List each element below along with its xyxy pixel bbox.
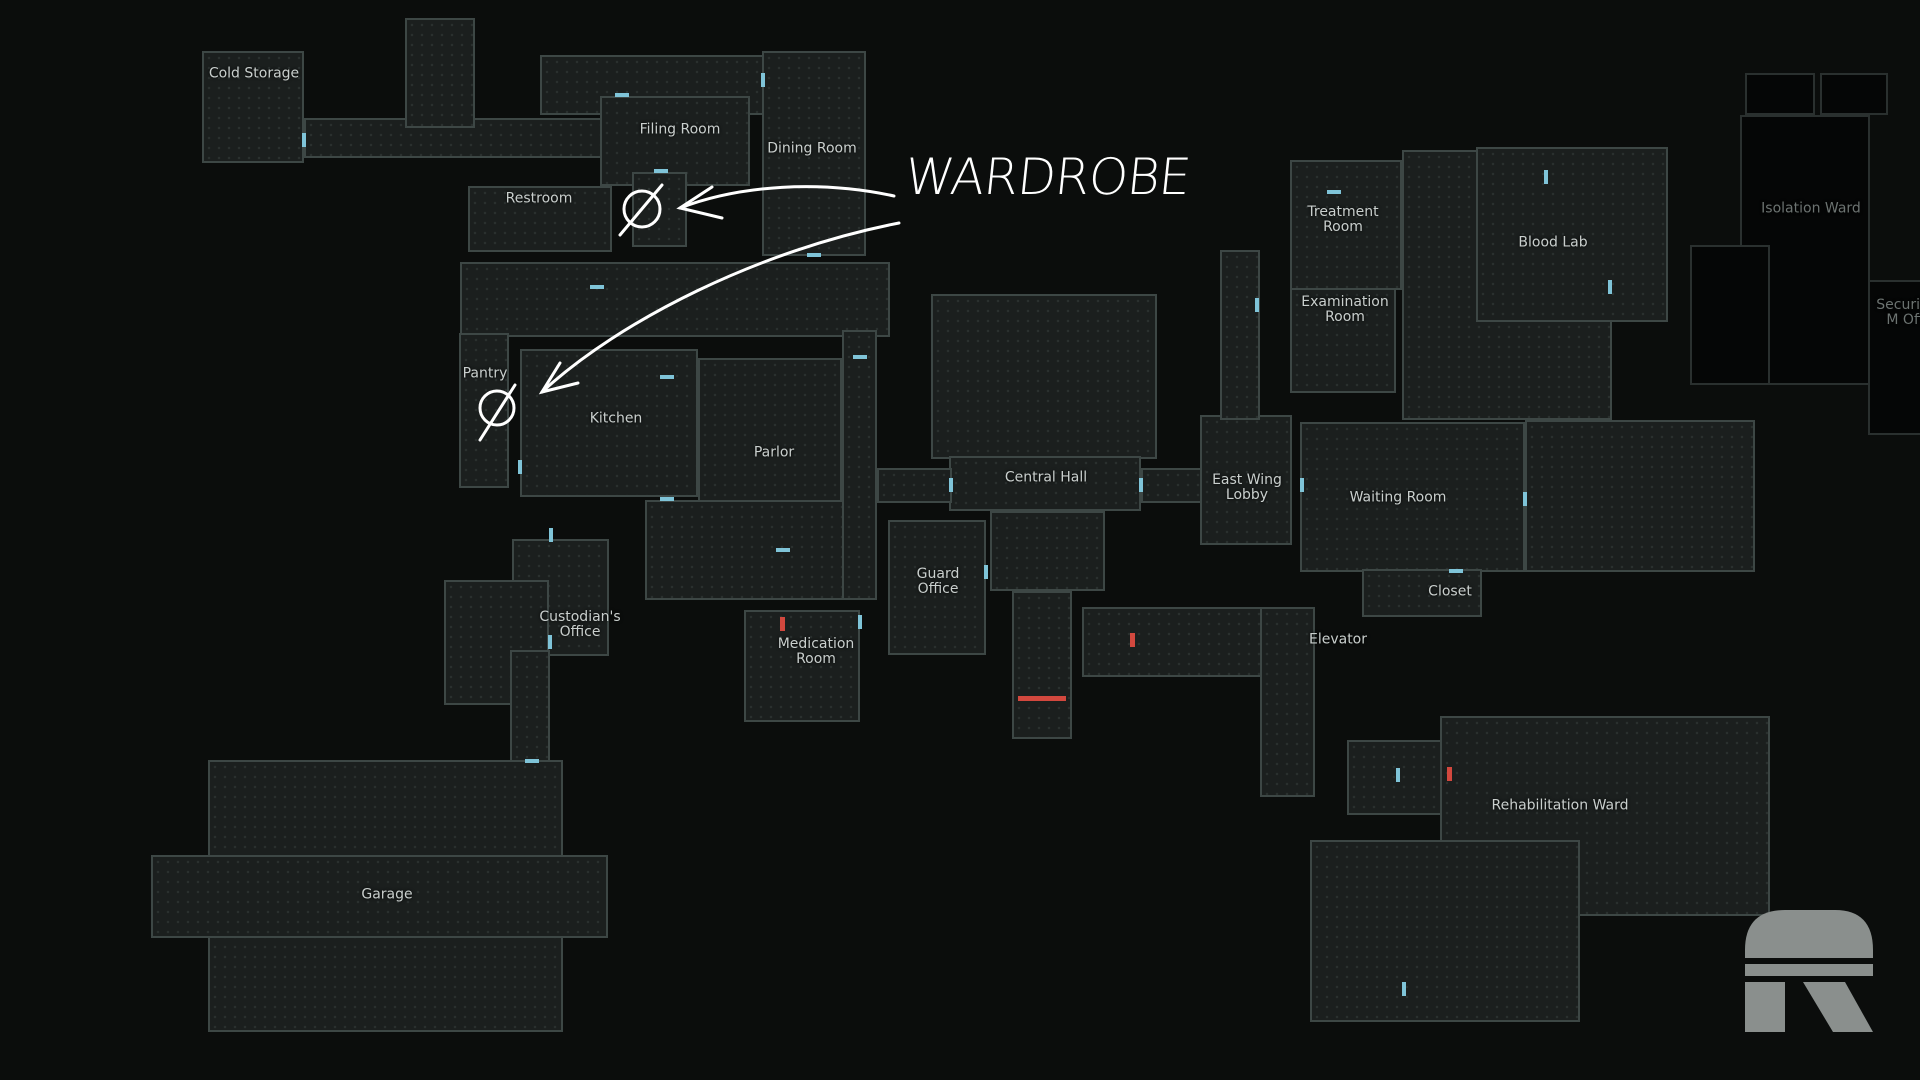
room-label-rehabilitation-ward: Rehabilitation Ward xyxy=(1491,797,1629,814)
south-east-corridor xyxy=(1082,607,1262,677)
room-label-closet: Closet xyxy=(1428,583,1472,600)
locked-door[interactable] xyxy=(1447,767,1452,781)
door[interactable] xyxy=(1300,478,1304,492)
locked-door[interactable] xyxy=(1018,696,1066,701)
restroom xyxy=(468,186,612,252)
door[interactable] xyxy=(807,253,821,257)
locked-door[interactable] xyxy=(1130,633,1135,647)
room-label-isolation-ward: Isolation Ward xyxy=(1761,200,1861,217)
central-upper xyxy=(931,294,1157,459)
room-label-garage: Garage xyxy=(361,886,413,903)
wardrobe-marker-icon xyxy=(478,383,517,442)
cold-storage-room xyxy=(202,51,304,163)
room-label-east-wing-lobby: East Wing Lobby xyxy=(1212,472,1282,503)
room-label-custodians-office: Custodian's Office xyxy=(539,609,621,640)
door[interactable] xyxy=(1396,768,1400,782)
arrow-head xyxy=(538,361,580,395)
door[interactable] xyxy=(1327,190,1341,194)
security-office xyxy=(1868,280,1920,435)
isolation-side xyxy=(1690,245,1770,385)
guard-office xyxy=(888,520,986,655)
door[interactable] xyxy=(1544,170,1548,184)
door[interactable] xyxy=(761,73,765,87)
arrow-to-pantry-wardrobe xyxy=(540,221,901,394)
wardrobe-marker-icon xyxy=(618,183,664,237)
door[interactable] xyxy=(548,635,552,649)
pantry xyxy=(459,333,509,488)
wardrobe-annotation: WARDROBE xyxy=(901,148,1193,206)
room-label-medication-room: Medication Room xyxy=(777,636,855,667)
room-label-pantry: Pantry xyxy=(462,365,508,382)
filing-room xyxy=(600,96,750,186)
door[interactable] xyxy=(949,478,953,492)
arrow-head xyxy=(676,185,724,220)
examination-room xyxy=(1290,288,1396,393)
closet xyxy=(1362,569,1482,617)
link-corridor-east xyxy=(1141,468,1206,503)
arrow-to-restroom-wardrobe xyxy=(678,185,896,210)
door[interactable] xyxy=(1608,280,1612,294)
west-hall xyxy=(460,262,890,337)
room-label-dining-room: Dining Room xyxy=(767,140,857,157)
door[interactable] xyxy=(984,565,988,579)
door[interactable] xyxy=(525,759,539,763)
east-corridor xyxy=(1220,250,1260,420)
room-label-examination-room: Examination Room xyxy=(1301,294,1389,325)
door[interactable] xyxy=(615,93,629,97)
isolation-cell-1 xyxy=(1745,73,1815,115)
brand-logo-icon xyxy=(1745,910,1873,1032)
waiting-room xyxy=(1300,422,1525,572)
room-label-elevator: Elevator xyxy=(1308,631,1368,648)
door[interactable] xyxy=(1139,478,1143,492)
room-label-filing-room: Filing Room xyxy=(639,121,721,138)
room-label-central-hall: Central Hall xyxy=(1004,469,1088,486)
room-label-waiting-room: Waiting Room xyxy=(1349,489,1447,506)
east-loop xyxy=(1525,420,1755,572)
dining-room xyxy=(762,51,866,256)
room-label-guard-office: Guard Office xyxy=(916,566,960,597)
door[interactable] xyxy=(549,528,553,542)
treatment-room xyxy=(1290,160,1402,290)
south-west-hall xyxy=(645,500,875,600)
door[interactable] xyxy=(1449,569,1463,573)
medication-room xyxy=(744,610,860,722)
door[interactable] xyxy=(776,548,790,552)
door[interactable] xyxy=(1402,982,1406,996)
room-label-cold-storage: Cold Storage xyxy=(208,65,300,82)
room-label-kitchen: Kitchen xyxy=(589,410,643,427)
door[interactable] xyxy=(858,615,862,629)
blood-lab xyxy=(1476,147,1668,322)
parlor-corridor xyxy=(842,330,877,600)
link-corridor-west xyxy=(877,468,952,503)
door[interactable] xyxy=(660,497,674,501)
room-label-parlor: Parlor xyxy=(753,444,795,461)
wardrobe-room xyxy=(632,172,687,247)
door[interactable] xyxy=(590,285,604,289)
central-stair xyxy=(1012,591,1072,739)
door[interactable] xyxy=(302,133,306,147)
elevator-corridor xyxy=(1260,607,1315,797)
door[interactable] xyxy=(853,355,867,359)
door[interactable] xyxy=(1255,298,1259,312)
central-south xyxy=(990,511,1105,591)
north-corridor-upper xyxy=(405,18,475,128)
east-wing-lobby xyxy=(1200,415,1292,545)
garage-wide xyxy=(151,855,608,938)
room-label-security-office: Security M Off xyxy=(1876,297,1920,328)
room-label-blood-lab: Blood Lab xyxy=(1518,234,1588,251)
rehab-south xyxy=(1310,840,1580,1022)
room-label-restroom: Restroom xyxy=(505,190,573,207)
locked-door[interactable] xyxy=(780,617,785,631)
isolation-cell-2 xyxy=(1820,73,1888,115)
door[interactable] xyxy=(654,169,668,173)
door[interactable] xyxy=(660,375,674,379)
door[interactable] xyxy=(518,460,522,474)
door[interactable] xyxy=(1523,492,1527,506)
central-hall xyxy=(949,456,1141,511)
garage-corridor xyxy=(510,650,550,765)
kitchen xyxy=(520,349,698,497)
room-label-treatment-room: Treatment Room xyxy=(1307,204,1379,235)
